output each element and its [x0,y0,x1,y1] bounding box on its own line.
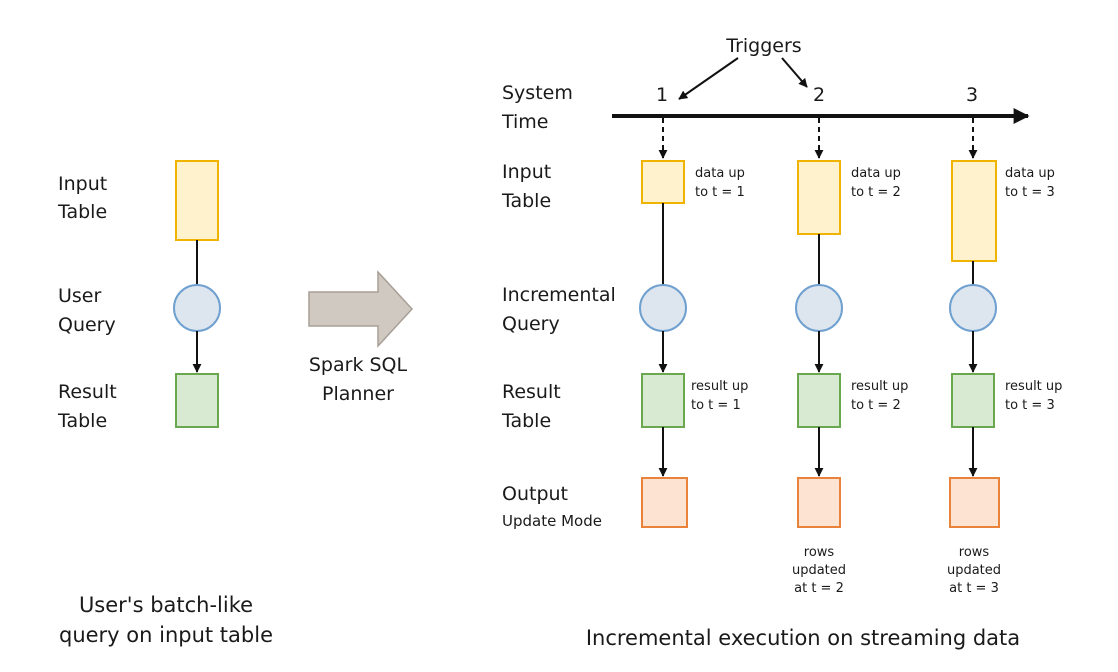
left-result-label-line1: Result [58,381,117,403]
trigger-1-input-note-line2: to t = 1 [695,185,745,200]
system-time-label-line2: Time [501,111,549,133]
planner-arrow-icon [308,270,414,348]
planner-label-line1: Spark SQL [309,354,408,376]
trigger-2-input-note-line2: to t = 2 [851,185,901,200]
trigger-1-query-node [639,284,687,332]
planner-label-line2: Planner [322,383,394,405]
trigger-2-input-table [797,160,841,235]
time-tick-1: 1 [656,84,668,106]
left-result-label-line2: Table [57,410,107,432]
trigger-1-input-table [641,160,685,204]
time-tick-2: 2 [813,84,825,106]
stream-query-label-line2: Query [502,313,560,335]
system-time-label-line1: System [502,82,573,104]
trigger-2-result-note-line1: result up [851,379,908,394]
stream-input-label-line1: Input [502,161,551,183]
trigger-3-result-note-line2: to t = 3 [1005,398,1055,413]
trigger-2-result-table [797,373,841,428]
trigger-1-result-table [641,373,685,428]
trigger-3-result-table [951,373,995,428]
trigger-2-result-note-line2: to t = 2 [851,398,901,413]
trigger-3-input-note-line1: data up [1005,166,1055,181]
trigger-3-input-table [951,160,997,262]
left-input-table-box [175,160,219,241]
trigger-3-output-table [949,477,1000,528]
right-caption: Incremental execution on streaming data [586,626,1020,650]
stream-output-label-line1: Output [502,483,568,505]
left-query-label-line1: User [58,285,101,307]
planner-section: Spark SQL Planner [308,270,414,405]
left-result-table-box [175,373,219,428]
trigger-column-2: 2 data up to t = 2 result up to t = 2 ro… [792,84,908,596]
stream-input-label-line2: Table [501,190,551,212]
stream-result-label-line2: Table [501,410,551,432]
streaming-section: Triggers System Time Input Table Increme… [501,35,1062,650]
stream-result-label-line1: Result [502,381,561,403]
left-input-label-line1: Input [58,173,107,195]
left-query-label-line2: Query [58,314,116,336]
stream-query-label-line1: Incremental [502,284,616,306]
trigger-2-query-node [795,284,843,332]
trigger-3-result-note-line1: result up [1005,379,1062,394]
batch-section: Input Table User Query Result Table User… [57,160,273,647]
trigger-column-1: 1 data up to t = 1 result up to t = 1 [639,84,748,528]
left-user-query-node [173,284,221,332]
trigger-1-input-note-line1: data up [695,166,745,181]
trigger-1-result-note-line1: result up [691,379,748,394]
trigger-column-3: 3 data up to t = 3 result up to t = 3 ro… [947,84,1062,596]
trigger-3-input-note-line2: to t = 3 [1005,185,1055,200]
left-input-label-line2: Table [57,201,107,223]
trigger-2-output-note-line2: updated [792,563,846,578]
trigger-1-result-note-line2: to t = 1 [691,398,741,413]
trigger-2-output-note-line3: at t = 2 [794,581,844,596]
triggers-label: Triggers [725,35,801,57]
trigger-3-output-note-line3: at t = 3 [949,581,999,596]
trigger-3-query-node [949,284,997,332]
time-tick-3: 3 [966,84,978,106]
trigger-2-input-note-line1: data up [851,166,901,181]
trigger-pointer-2 [781,57,808,88]
trigger-2-output-note-line1: rows [804,545,835,560]
trigger-pointer-1 [678,57,739,100]
left-caption-line2: query on input table [59,623,273,647]
trigger-3-output-note-line1: rows [959,545,990,560]
left-caption-line1: User's batch-like [79,593,253,617]
trigger-1-output-table [641,477,688,528]
trigger-3-output-note-line2: updated [947,563,1001,578]
stream-output-label-line2: Update Mode [502,512,602,530]
trigger-2-output-table [797,477,841,528]
